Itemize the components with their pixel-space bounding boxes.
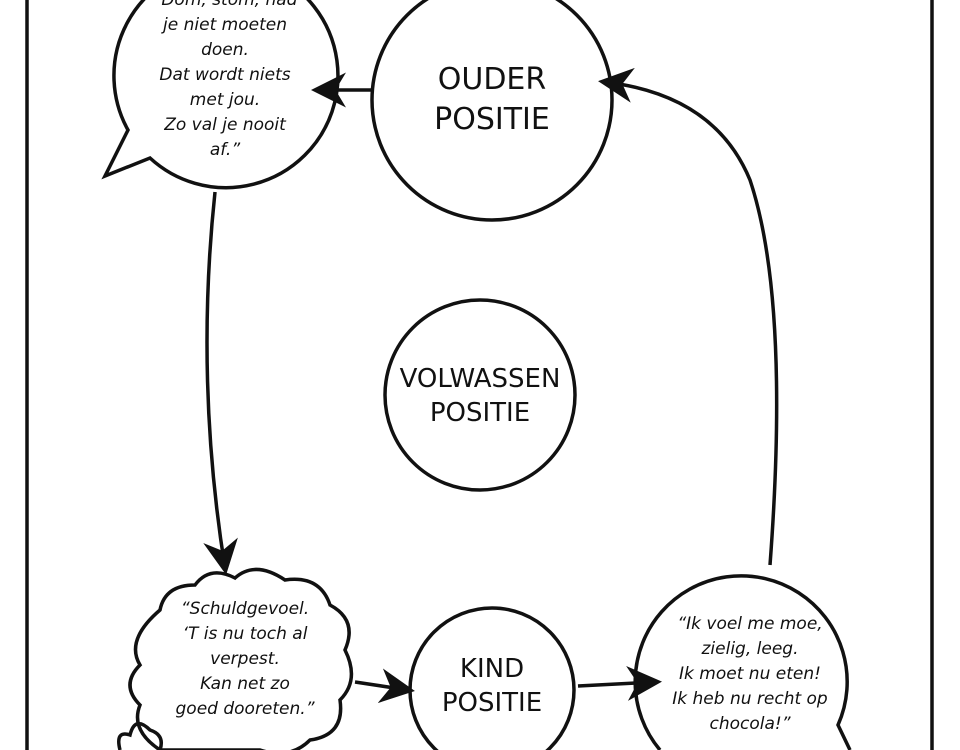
ouder-speech-bubble [101,0,340,190]
arrow-bubble-to-schuld [203,191,238,575]
arrow-bubble-to-ouder [598,67,779,566]
arrow-kind-to-bubble [577,665,662,701]
volwassen-positie-label: VOLWASSEN POSITIE [399,364,561,428]
kind-positie-label: KIND POSITIE [441,654,543,718]
volwassen-circle [383,298,577,492]
cloud-puff-small [117,721,163,750]
ouder-positie-label: OUDER POSITIE [434,62,550,137]
schuld-thought-cloud [128,567,354,750]
kind-quote: “Ik voel me moe, zielig, leeg. Ik moet n… [672,614,828,734]
ouder-quote: “Dom, stom, had je niet moeten doen. Dat… [152,0,298,160]
arrow-schuld-to-kind [354,668,415,704]
schuld-quote: “Schuldgevoel. ‘T is nu toch al verpest.… [175,599,315,719]
